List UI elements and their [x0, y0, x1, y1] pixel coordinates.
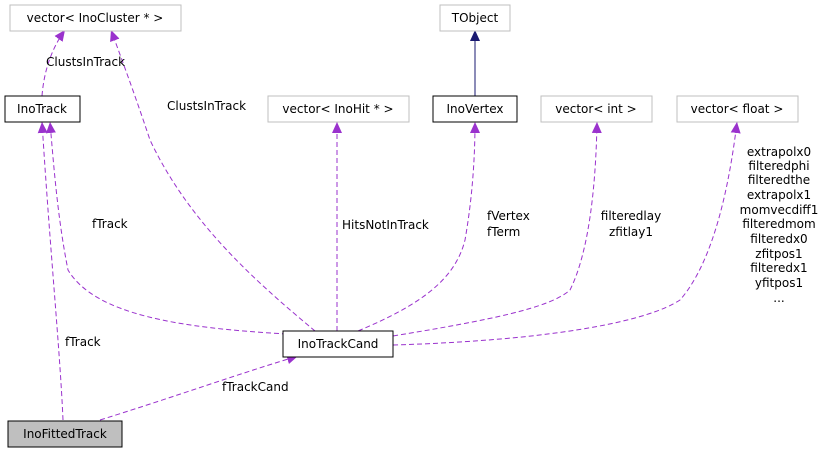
node-inotrackcand[interactable]: InoTrackCand	[282, 330, 394, 358]
node-label: InoTrackCand	[298, 337, 379, 351]
node-label: vector< float >	[691, 102, 784, 116]
edge-label-clusts-in-track-mid: ClustsInTrack	[167, 99, 246, 113]
float-member-label: filteredphi	[748, 159, 809, 173]
edge-inotrackcand-to-vector-int	[392, 121, 602, 337]
float-member-label: momvecdiff1	[740, 203, 819, 217]
edge-label-fvertex: fVertex	[487, 209, 530, 223]
node-vector-hit[interactable]: vector< InoHit * >	[267, 95, 410, 123]
node-label: InoTrack	[17, 102, 67, 116]
edge-label-ftrack-upper: fTrack	[92, 217, 128, 231]
float-member-label: filteredx1	[750, 261, 807, 275]
node-inovertex[interactable]: InoVertex	[432, 95, 518, 123]
node-vector-int[interactable]: vector< int >	[540, 95, 653, 123]
node-vector-cluster[interactable]: vector< InoCluster * >	[9, 4, 182, 32]
edge-inofittedtrack-to-inotrackcand	[99, 354, 299, 421]
edge-inofittedtrack-to-inotrack	[37, 121, 64, 421]
node-vector-float[interactable]: vector< float >	[676, 95, 799, 123]
node-inofittedtrack[interactable]: InoFittedTrack	[7, 420, 123, 448]
node-label: vector< InoHit * >	[282, 102, 393, 116]
edge-label-zfitlay1: zfitlay1	[609, 225, 653, 239]
float-member-label: yfitpos1	[755, 276, 803, 290]
float-member-label: filteredx0	[750, 232, 807, 246]
float-member-label: zfitpos1	[755, 247, 802, 261]
edge-label-ftrack-lower: fTrack	[65, 335, 101, 349]
float-member-label: filteredmom	[742, 217, 815, 231]
node-tobject[interactable]: TObject	[439, 4, 511, 32]
edge-inotrackcand-to-vector-cluster	[110, 29, 316, 332]
node-label: vector< int >	[555, 102, 636, 116]
node-inotrack[interactable]: InoTrack	[4, 95, 81, 123]
node-label: InoFittedTrack	[23, 427, 107, 441]
edge-inotrack-to-vector-cluster	[41, 29, 66, 97]
edge-label-clusts-in-track-left: ClustsInTrack	[46, 55, 125, 69]
edge-label-hits-not-in-track: HitsNotInTrack	[342, 218, 429, 232]
float-member-label: extrapolx1	[747, 188, 811, 202]
float-member-label: ...	[773, 291, 784, 305]
float-member-label: extrapolx0	[747, 145, 811, 159]
edge-label-fterm: fTerm	[487, 225, 520, 239]
float-member-label: filteredthe	[748, 173, 810, 187]
node-label: TObject	[451, 11, 499, 25]
edge-inotrackcand-to-vector-float	[392, 121, 741, 346]
edge-label-filteredlay: filteredlay	[601, 209, 661, 223]
edge-label-float-members: extrapolx0 filteredphi filteredthe extra…	[740, 145, 819, 305]
edge-label-ftrackcand: fTrackCand	[222, 380, 289, 394]
edge-inotrackcand-to-inotrack	[45, 121, 288, 335]
edge-inotrackcand-to-inovertex	[357, 121, 480, 332]
node-label: vector< InoCluster * >	[27, 11, 164, 25]
node-label: InoVertex	[446, 102, 503, 116]
